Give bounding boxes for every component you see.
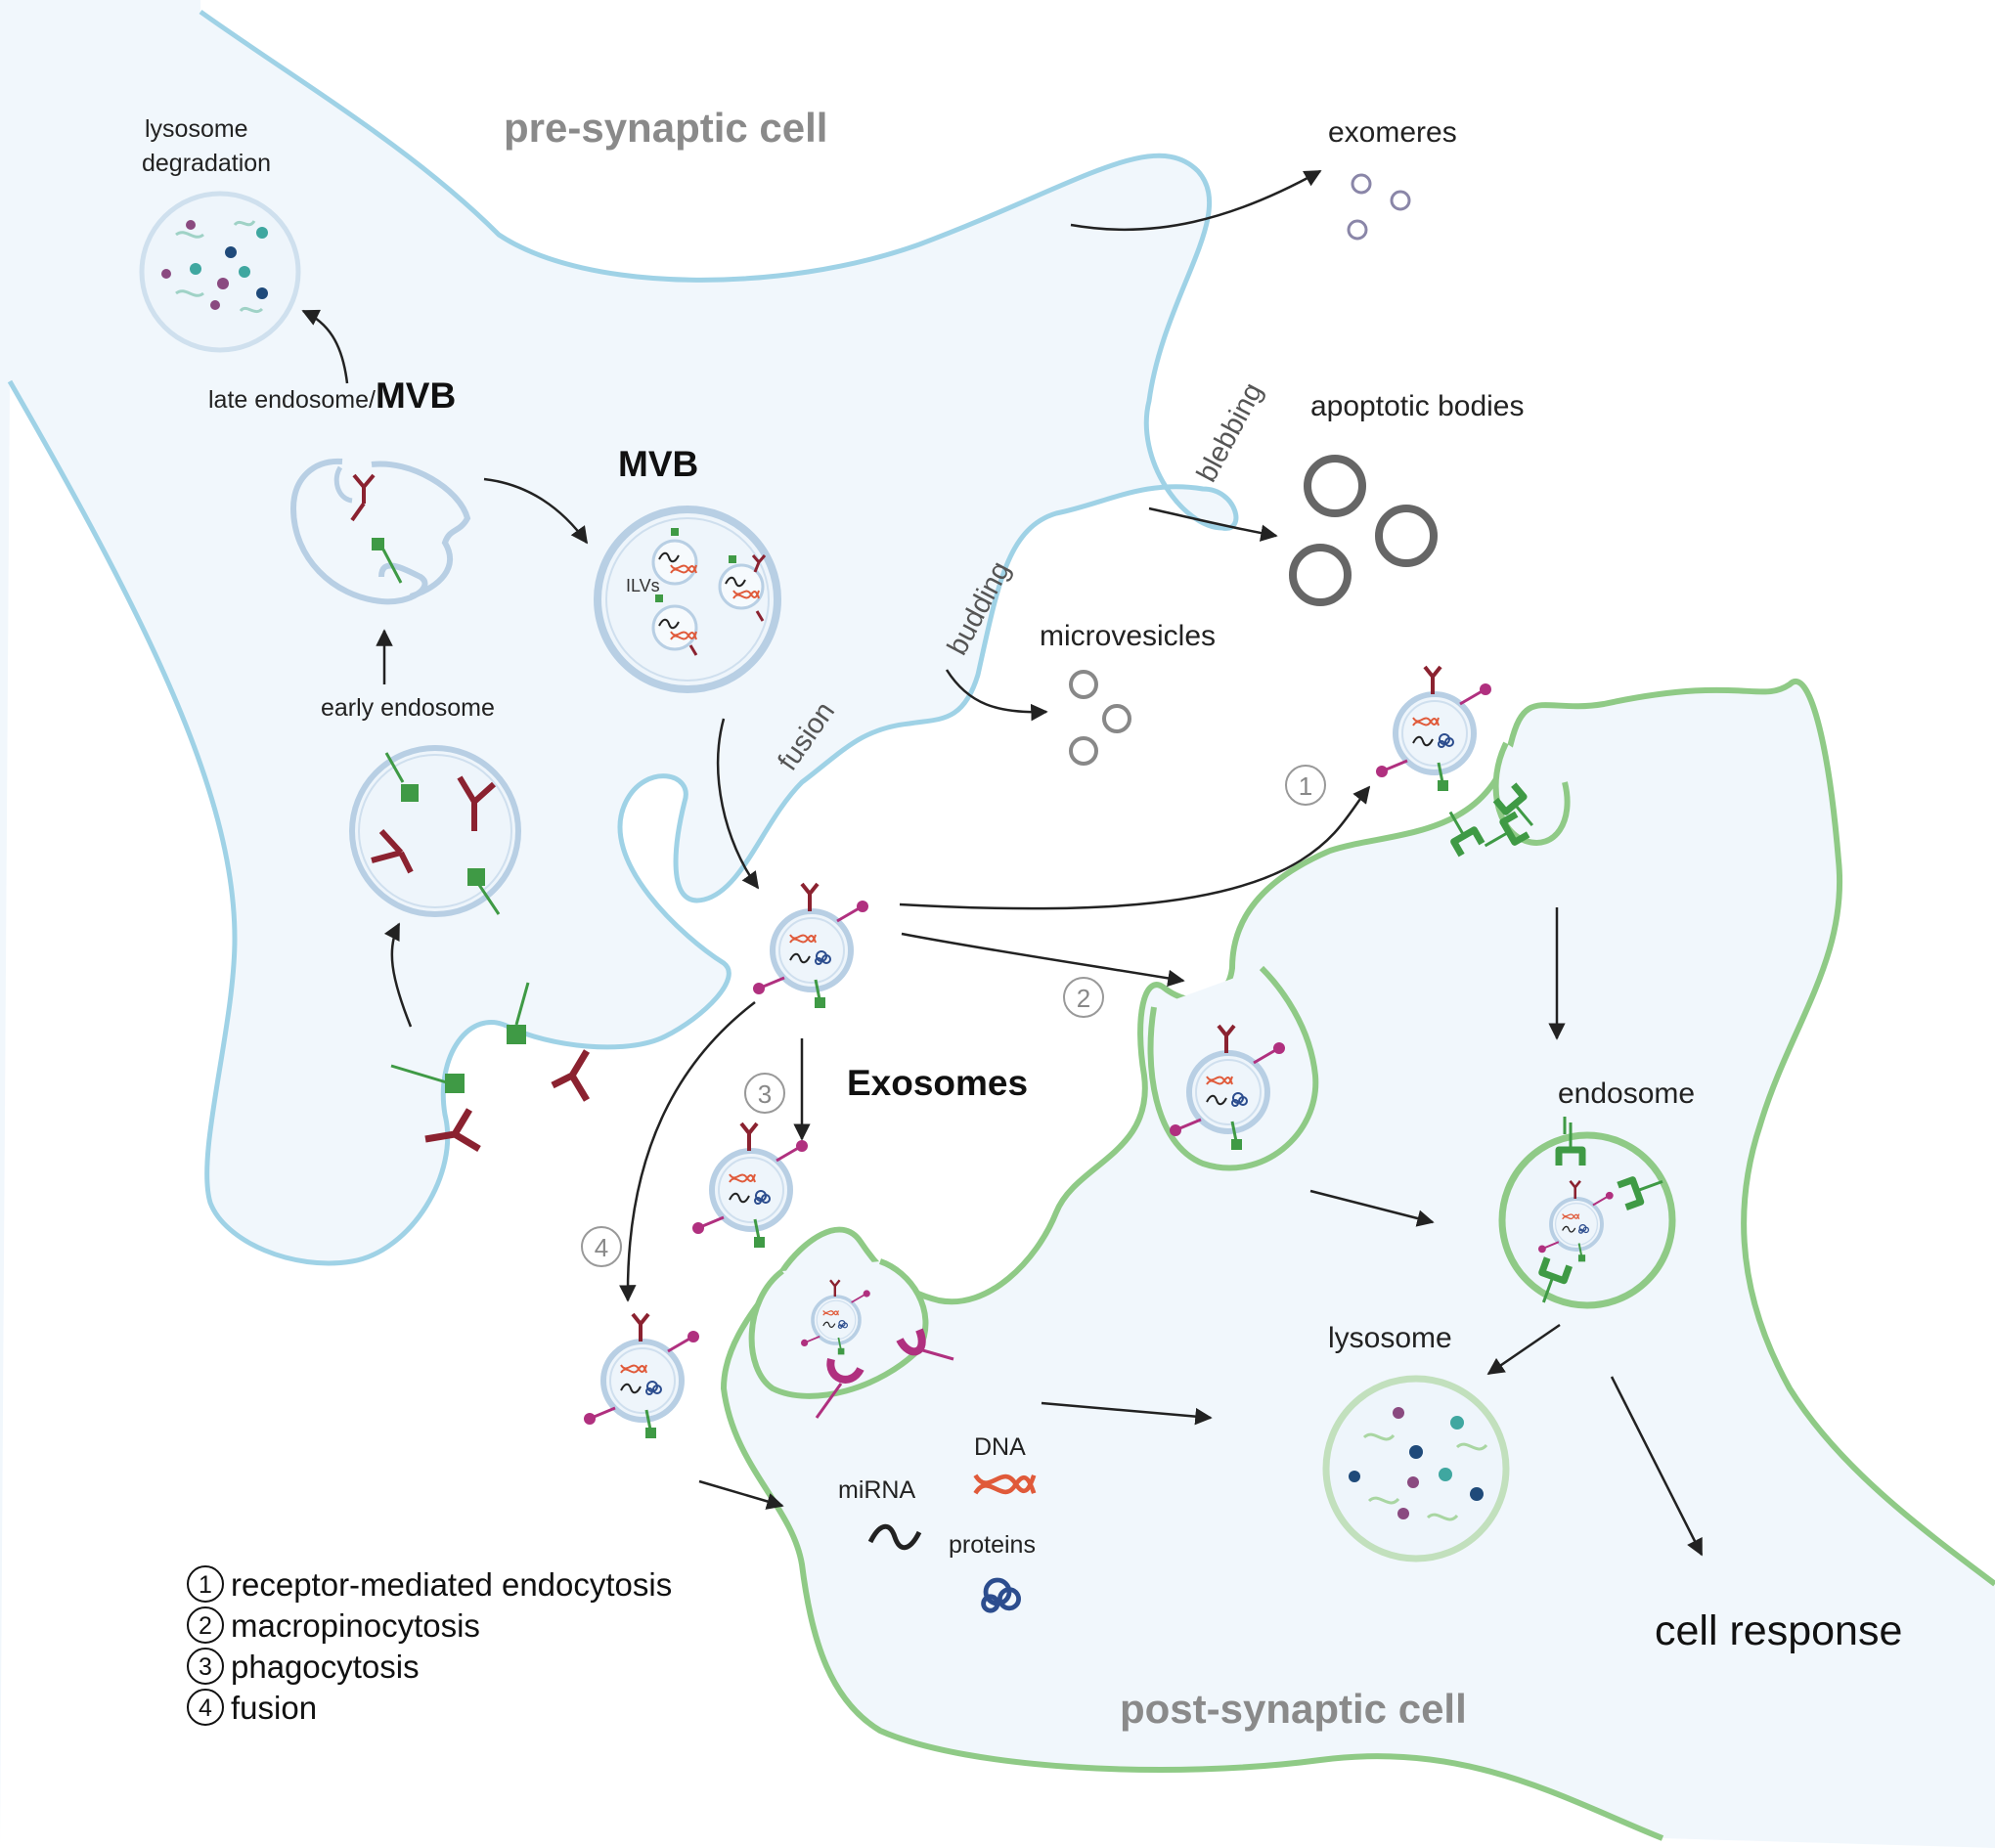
lysosome-degradation-label-1: lysosome <box>145 115 248 143</box>
late-endosome-label: late endosome/MVB <box>208 375 456 416</box>
mirna-label: miRNA <box>838 1476 915 1504</box>
mvb <box>594 506 781 693</box>
phagocytosis-cups <box>815 1328 954 1419</box>
pre-synaptic-label: pre-synaptic cell <box>504 105 827 151</box>
arrow-to-apoptotic <box>1148 506 1278 542</box>
exosome-route-1 <box>1376 667 1491 791</box>
legend-text-4: fusion <box>231 1690 317 1726</box>
microvesicles <box>1069 670 1131 766</box>
legend-item: 4 fusion <box>187 1689 317 1726</box>
lysosome-label: lysosome <box>1328 1322 1452 1354</box>
arrow-route-2 <box>901 932 1185 988</box>
arrow-route-4 <box>619 1001 756 1302</box>
exomeres <box>1347 173 1411 241</box>
arrow-to-mvb <box>483 477 589 545</box>
early-endosome <box>349 745 521 917</box>
post-endosome <box>1498 1117 1676 1306</box>
microvesicles-label: microvesicles <box>1040 620 1216 652</box>
arrow-to-exomeres <box>1070 169 1322 232</box>
marker-3-text: 3 <box>758 1079 772 1109</box>
apoptotic-bodies-label: apoptotic bodies <box>1310 390 1525 422</box>
ilvs-label: ILVs <box>626 576 660 595</box>
lysosome-degradation-label-2: degradation <box>142 150 271 177</box>
marker-3 <box>744 1073 785 1114</box>
membrane-receptors <box>390 982 591 1153</box>
arrow-to-cell-response <box>1610 1376 1704 1557</box>
svg-text:2: 2 <box>199 1612 212 1640</box>
legend-item: 1 receptor-mediated endocytosis <box>187 1565 672 1603</box>
marker-2 <box>1063 977 1104 1018</box>
exosome-route-3 <box>692 1123 808 1248</box>
legend-text-3: phagocytosis <box>231 1649 420 1685</box>
exomeres-label: exomeres <box>1328 116 1457 149</box>
lysosome-degradation <box>139 191 301 353</box>
post-synaptic-label: post-synaptic cell <box>1120 1686 1467 1732</box>
arrow-route-1 <box>899 785 1371 910</box>
exosomes-label: Exosomes <box>847 1063 1028 1103</box>
marker-4-text: 4 <box>595 1233 608 1262</box>
marker-4 <box>581 1226 622 1267</box>
legend-text-1: receptor-mediated endocytosis <box>231 1566 672 1603</box>
arrow-macropino-to-endosome <box>1309 1189 1435 1227</box>
exosome-route-4 <box>584 1314 699 1438</box>
cell-response-label: cell response <box>1655 1607 1902 1654</box>
arrow-to-lysosome <box>301 309 349 384</box>
legend-item: 3 phagocytosis <box>187 1648 420 1685</box>
arrow-endosome-to-lysosome <box>1486 1323 1561 1376</box>
arrow-to-exosome-release <box>717 718 760 890</box>
marker-2-text: 2 <box>1077 984 1090 1013</box>
exosome-central <box>753 884 868 1008</box>
pre-synaptic-membrane <box>0 0 1236 1848</box>
svg-text:4: 4 <box>199 1694 212 1722</box>
mvb-label: MVB <box>618 444 698 484</box>
post-synaptic-membrane <box>724 681 1995 1848</box>
dna-label: DNA <box>974 1433 1026 1461</box>
legend: 1 receptor-mediated endocytosis 2 macrop… <box>187 1565 672 1726</box>
endosome-label: endosome <box>1558 1078 1695 1110</box>
early-endosome-label: early endosome <box>321 694 495 722</box>
legend-item: 2 macropinocytosis <box>187 1606 480 1644</box>
post-lysosome <box>1322 1375 1510 1562</box>
marker-1-text: 1 <box>1299 771 1312 801</box>
arrow-to-microvesicles <box>945 669 1048 722</box>
legend-text-2: macropinocytosis <box>231 1607 480 1644</box>
svg-text:1: 1 <box>199 1571 212 1599</box>
post-synaptic-outline <box>720 679 1995 1841</box>
late-endosome <box>289 458 471 605</box>
svg-text:3: 3 <box>199 1653 212 1681</box>
pre-synaptic-outline <box>7 9 1239 1266</box>
arrow-fusion-cargo <box>698 1479 784 1510</box>
marker-1 <box>1285 765 1326 806</box>
proteins-label: proteins <box>949 1531 1036 1559</box>
arrow-to-early-endosome <box>383 922 413 1028</box>
apoptotic-bodies <box>1289 455 1438 606</box>
blebbing-label: blebbing <box>1191 377 1269 487</box>
arrow-phago-to-lysosome <box>1041 1401 1213 1426</box>
